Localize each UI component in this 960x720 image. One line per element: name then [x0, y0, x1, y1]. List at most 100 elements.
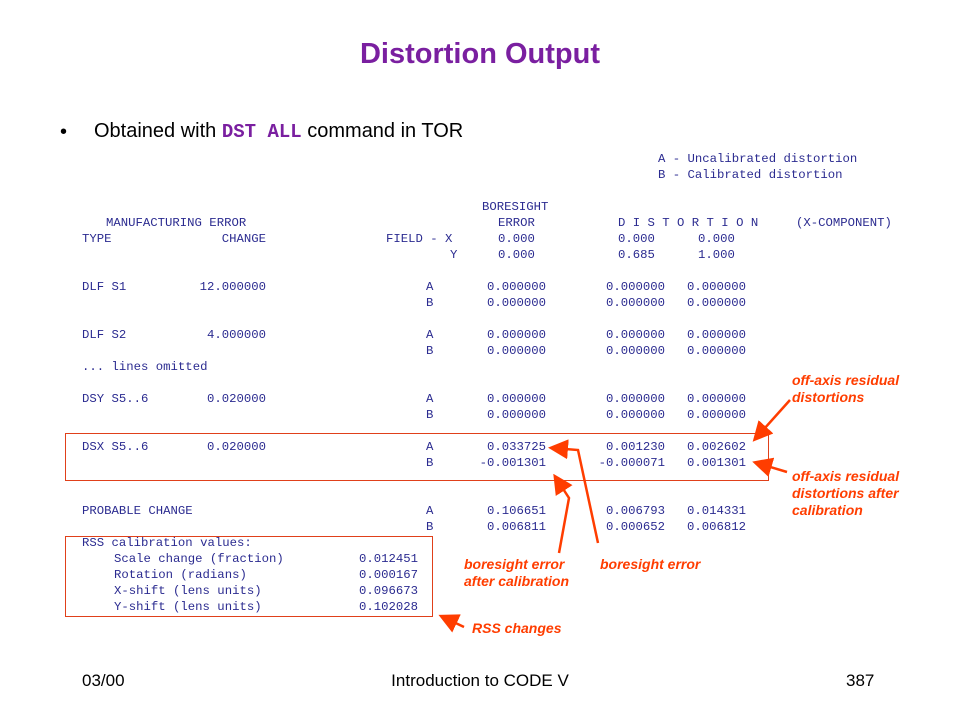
row-boresight-error: 0.006811 — [486, 520, 546, 534]
header-x-component: (X-COMPONENT) — [796, 216, 892, 230]
row-type: ... lines omitted — [82, 360, 208, 374]
rss-heading: RSS calibration values: — [82, 536, 252, 550]
legend-a: A - Uncalibrated distortion — [658, 152, 858, 166]
annotation-line: distortions after — [792, 485, 899, 501]
row-distortion-1: 0.000652 — [605, 520, 665, 534]
annotation-line: after calibration — [464, 573, 570, 589]
row-boresight-error: 0.000000 — [486, 280, 546, 294]
row-ab-label: B — [426, 408, 434, 422]
rss-item-label: X-shift (lens units) — [114, 584, 262, 598]
row-distortion-1: 0.001230 — [605, 440, 665, 454]
row-boresight-error: -0.001301 — [479, 456, 546, 470]
header-field-x: FIELD - X — [386, 232, 453, 246]
annotation-line: calibration — [792, 502, 863, 518]
arrow-boresight-after — [553, 473, 573, 554]
dsx-highlight-box — [65, 433, 769, 481]
field-x-value: 0.000 — [698, 232, 735, 246]
bullet-suffix: command in TOR — [301, 120, 464, 142]
row-boresight-error: 0.000000 — [486, 392, 546, 406]
row-ab-label: A — [426, 392, 434, 406]
footer-date: 03/00 — [82, 671, 125, 690]
header-change: CHANGE — [221, 232, 266, 246]
header-distortion: D I S T O R T I O N — [618, 216, 759, 230]
row-distortion-1: 0.000000 — [605, 280, 665, 294]
row-boresight-error: 0.000000 — [486, 408, 546, 422]
row-boresight-error: 0.000000 — [486, 328, 546, 342]
annotation-line: distortions — [792, 389, 865, 405]
field-x-value: 0.000 — [498, 232, 535, 246]
row-distortion-2: 0.002602 — [686, 440, 746, 454]
row-distortion-1: 0.006793 — [605, 504, 665, 518]
row-ab-label: A — [426, 280, 434, 294]
command-text: DST ALL — [221, 121, 302, 143]
legend-b: B - Calibrated distortion — [658, 168, 843, 182]
row-ab-label: A — [426, 328, 434, 342]
row-change: 4.000000 — [206, 328, 266, 342]
row-ab-label: B — [426, 296, 434, 310]
arrow-rss — [438, 614, 465, 633]
arrow-off-axis — [752, 399, 791, 442]
header-manufacturing-error: MANUFACTURING ERROR — [106, 216, 247, 230]
annotation-boresight: boresight error — [600, 556, 701, 572]
row-distortion-2: 0.000000 — [686, 344, 746, 358]
annotation-line: off-axis residual — [792, 372, 900, 388]
row-boresight-error: 0.106651 — [486, 504, 546, 518]
rss-highlight-box — [65, 536, 433, 617]
annotation-rss: RSS changes — [472, 620, 562, 636]
row-distortion-1: 0.000000 — [605, 328, 665, 342]
arrow-off-axis-after — [752, 457, 788, 477]
row-distortion-2: 0.000000 — [686, 280, 746, 294]
row-distortion-2: 0.006812 — [686, 520, 746, 534]
row-distortion-2: 0.000000 — [686, 408, 746, 422]
row-distortion-1: -0.000071 — [598, 456, 665, 470]
bullet-dot: • — [60, 121, 68, 143]
row-ab-label: B — [426, 520, 434, 534]
arrow-boresight — [548, 439, 600, 544]
row-type: DLF S1 — [82, 280, 127, 294]
slide-title: Distortion Output — [359, 38, 600, 70]
annotation-line: off-axis residual — [792, 468, 900, 484]
row-type: DSX S5..6 — [82, 440, 149, 454]
bullet-prefix: Obtained with — [94, 120, 222, 142]
row-distortion-2: 0.001301 — [686, 456, 746, 470]
field-x-value: 0.000 — [618, 232, 655, 246]
rss-item-label: Rotation (radians) — [114, 568, 247, 582]
row-type: DLF S2 — [82, 328, 127, 342]
row-ab-label: B — [426, 456, 434, 470]
row-type: DSY S5..6 — [82, 392, 149, 406]
row-type: PROBABLE CHANGE — [82, 504, 193, 518]
field-y-value: 1.000 — [698, 248, 735, 262]
row-distortion-1: 0.000000 — [605, 408, 665, 422]
header-boresight: BORESIGHT — [482, 200, 549, 214]
row-change: 0.020000 — [206, 440, 266, 454]
row-distortion-2: 0.014331 — [686, 504, 746, 518]
footer-title: Introduction to CODE V — [391, 671, 569, 690]
rss-item-value: 0.102028 — [358, 600, 418, 614]
row-distortion-2: 0.000000 — [686, 392, 746, 406]
row-boresight-error: 0.000000 — [486, 296, 546, 310]
rss-item-value: 0.000167 — [358, 568, 418, 582]
bullet-text: Obtained with DST ALL command in TOR — [94, 120, 463, 143]
annotation-line: boresight error — [464, 556, 565, 572]
rss-item-value: 0.096673 — [358, 584, 418, 598]
field-y-value: 0.000 — [498, 248, 535, 262]
row-ab-label: A — [426, 504, 434, 518]
header-error: ERROR — [498, 216, 535, 230]
header-field-y: Y — [450, 248, 458, 262]
row-distortion-2: 0.000000 — [686, 328, 746, 342]
row-change: 0.020000 — [206, 392, 266, 406]
row-ab-label: B — [426, 344, 434, 358]
header-type: TYPE — [82, 232, 112, 246]
row-boresight-error: 0.033725 — [486, 440, 546, 454]
rss-item-value: 0.012451 — [358, 552, 418, 566]
row-change: 12.000000 — [199, 280, 266, 294]
row-ab-label: A — [426, 440, 434, 454]
row-distortion-1: 0.000000 — [605, 344, 665, 358]
row-distortion-1: 0.000000 — [605, 296, 665, 310]
row-distortion-1: 0.000000 — [605, 392, 665, 406]
